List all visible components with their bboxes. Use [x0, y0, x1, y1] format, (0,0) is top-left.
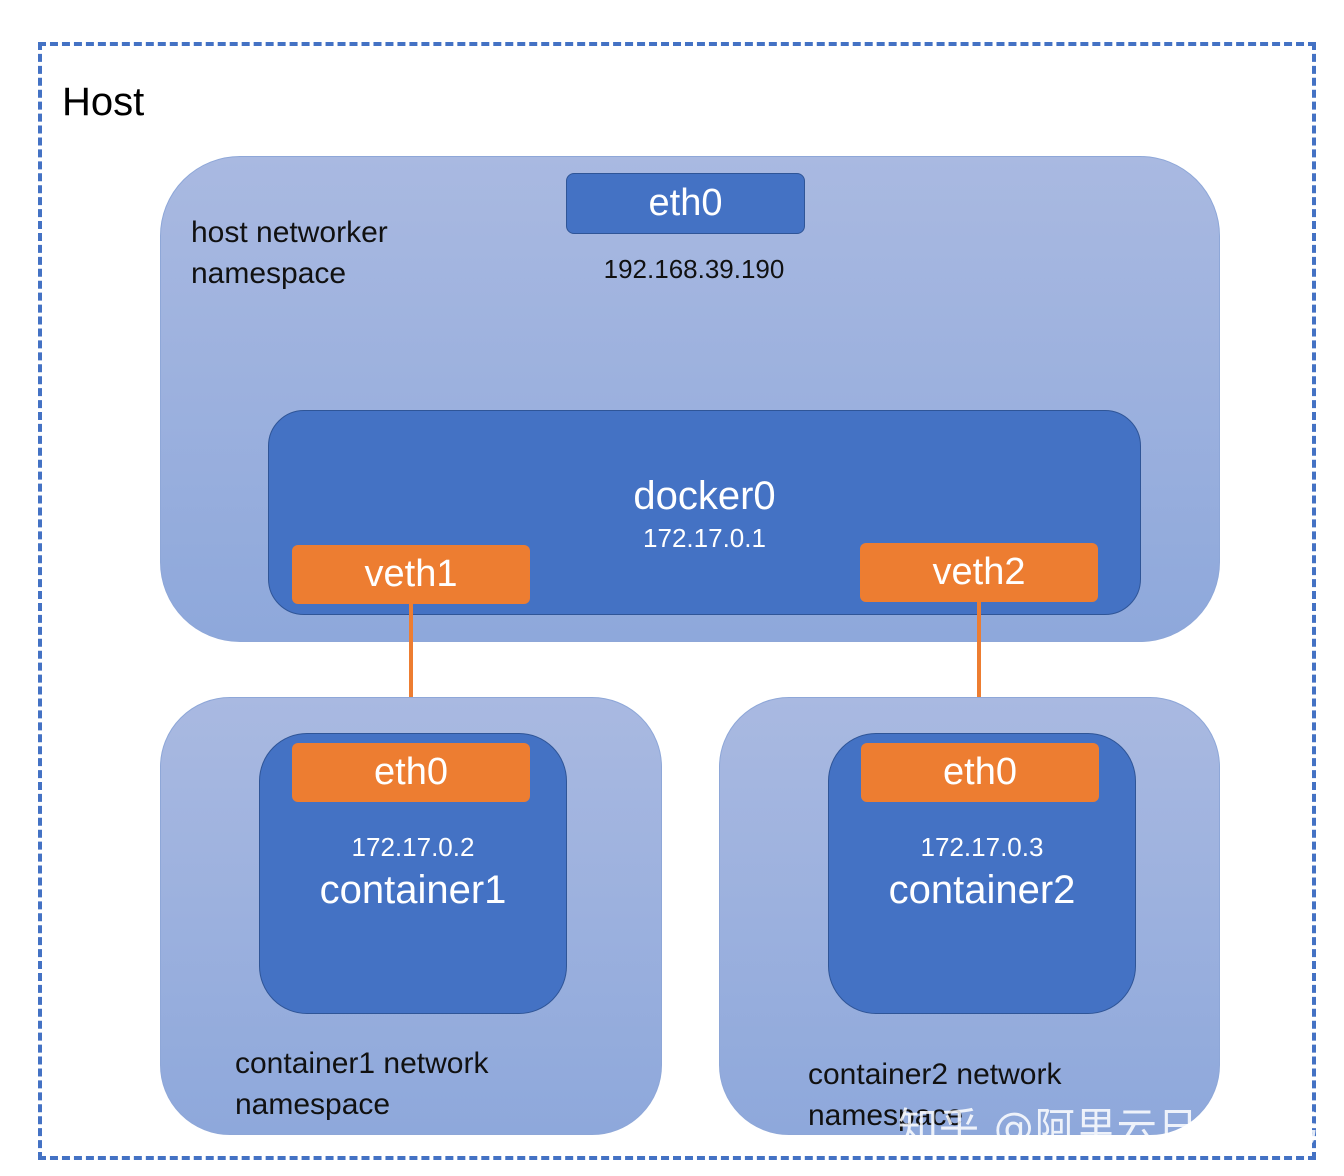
container2-eth0-interface: eth0 — [861, 743, 1099, 802]
container2-namespace-label-line1: container2 network — [808, 1058, 1062, 1091]
container2-namespace-label: container2 network namespace — [808, 1054, 1061, 1136]
veth2-link — [977, 602, 981, 744]
container2-ip: 172.17.0.3 — [920, 832, 1044, 862]
container1-namespace-label-line1: container1 network — [235, 1047, 489, 1080]
container1-namespace-label: container1 network namespace — [235, 1043, 488, 1125]
host-eth0-interface: eth0 — [566, 173, 805, 234]
host-boundary — [38, 42, 1316, 1160]
container1-namespace-label-line2: namespace — [235, 1088, 391, 1121]
host-namespace-label-line1: host networker — [191, 216, 388, 249]
container1-eth0-interface: eth0 — [292, 743, 530, 802]
host-eth0-ip: 192.168.39.190 — [603, 254, 785, 284]
container2-namespace-label-line2: namespace — [808, 1099, 964, 1132]
watermark: 知乎 @阿里云日志服务 — [898, 1105, 1322, 1151]
host-namespace-label-line2: namespace — [191, 257, 347, 290]
docker0-label: docker0 — [633, 474, 776, 518]
host-label: Host — [62, 80, 145, 124]
veth1-interface: veth1 — [292, 545, 530, 604]
host-namespace-label: host networker namespace — [191, 212, 388, 294]
docker0-ip: 172.17.0.1 — [643, 523, 766, 553]
container2-name: container2 — [888, 868, 1076, 912]
veth2-interface: veth2 — [860, 543, 1098, 602]
veth1-link — [409, 604, 413, 744]
container1-ip: 172.17.0.2 — [351, 832, 475, 862]
container1-name: container1 — [319, 868, 507, 912]
